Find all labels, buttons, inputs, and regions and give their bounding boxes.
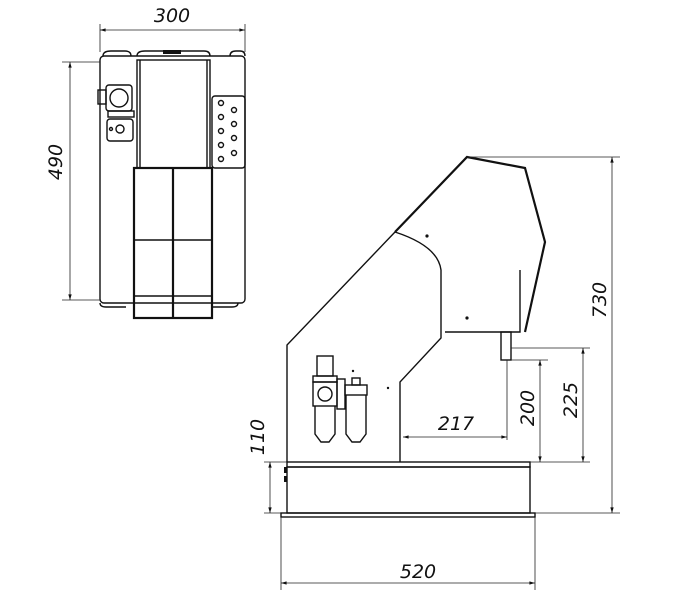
dim-label-300: 300: [154, 5, 190, 27]
dim-label-520: 520: [400, 561, 436, 583]
side-view: [280, 155, 547, 518]
top-view: [97, 50, 246, 320]
dim-label-225: 225: [560, 382, 582, 418]
air-regulator-filter: [312, 355, 368, 443]
dimension-200: [511, 359, 548, 463]
dim-label-730: 730: [589, 282, 611, 318]
dim-label-200: 200: [517, 390, 539, 426]
dimension-520: [280, 517, 536, 590]
dimension-490: [62, 61, 100, 301]
dim-label-490: 490: [45, 144, 67, 180]
dimension-110: [264, 461, 287, 514]
dimension-217: [402, 360, 508, 440]
dimension-300: [99, 24, 246, 52]
dimension-730: [467, 156, 620, 514]
dim-label-110: 110: [247, 419, 269, 455]
dim-label-217: 217: [438, 413, 474, 435]
